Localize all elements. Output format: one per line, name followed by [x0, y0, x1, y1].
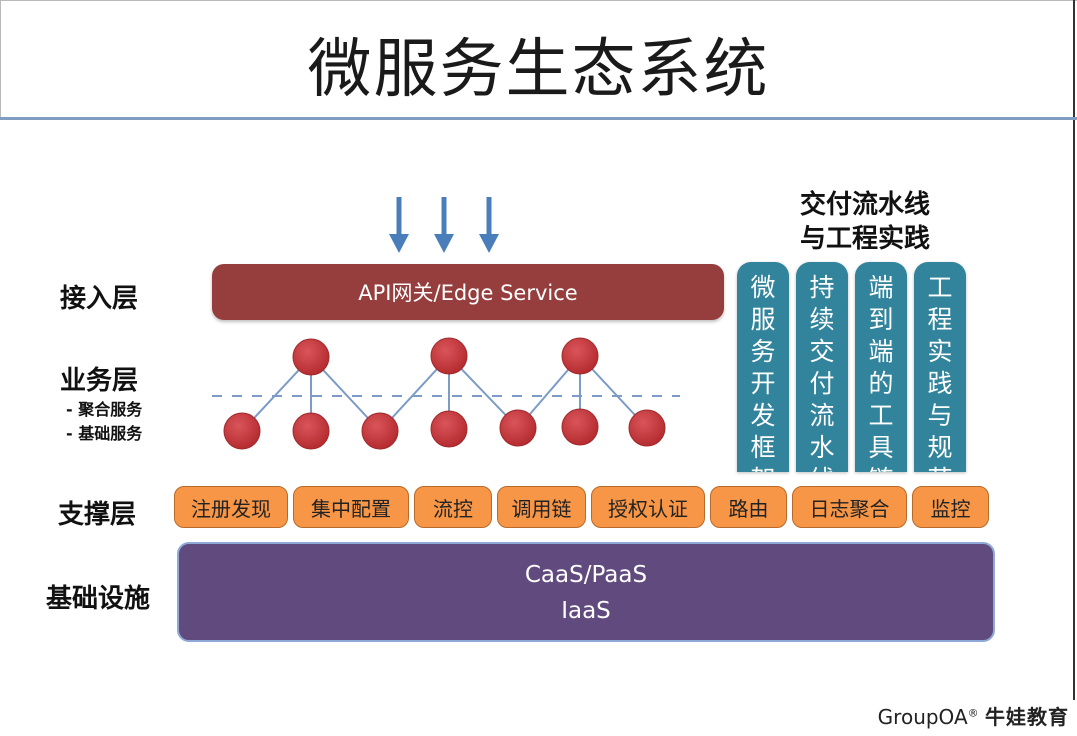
delivery-title-line1: 交付流水线: [799, 190, 930, 220]
delivery-column-toolchain: 端到端的工具链: [855, 262, 907, 472]
infra-iaas: IaaS: [561, 598, 611, 624]
label-base-services: - 基础服务: [66, 424, 143, 443]
delivery-column-pipeline: 持续交付流水线: [796, 262, 848, 472]
base-service-node: [628, 409, 666, 447]
support-item-flow-control: 流控: [414, 486, 492, 528]
base-service-node: [361, 412, 399, 450]
delivery-title: 交付流水线 与工程实践: [770, 188, 960, 256]
infra-caas-paas: CaaS/PaaS: [524, 562, 648, 588]
brand-logo: GroupOA® 牛娃教育: [878, 701, 1069, 730]
label-aggregate-services: - 聚合服务: [66, 400, 143, 419]
support-item-log-aggregation: 日志聚合: [792, 486, 907, 528]
api-gateway-label: API网关/Edge Service: [358, 281, 578, 305]
logo-brand: GroupOA: [877, 705, 968, 729]
arrow-head-icon: [389, 234, 409, 253]
logo-cn: 牛娃教育: [985, 705, 1069, 729]
inbound-arrows: [389, 197, 499, 253]
api-gateway-box: API网关/Edge Service: [212, 264, 724, 320]
frame-top-border: [0, 0, 1077, 1]
aggregate-service-node: [561, 337, 599, 375]
arrow-head-icon: [479, 234, 499, 253]
infrastructure-box: CaaS/PaaS IaaS: [177, 542, 995, 642]
title-divider: [0, 117, 1077, 120]
frame-right-border: [1073, 0, 1075, 700]
base-service-node: [430, 410, 468, 448]
delivery-title-line2: 与工程实践: [799, 224, 930, 254]
page-title: 微服务生态系统: [307, 33, 770, 107]
support-item-monitoring: 监控: [912, 486, 989, 528]
service-tree: [212, 337, 680, 450]
support-item-auth: 授权认证: [591, 486, 705, 528]
delivery-column-practices: 工程实践与规范: [914, 262, 966, 472]
aggregate-service-node: [292, 338, 330, 376]
support-item-registry: 注册发现: [174, 486, 288, 528]
support-item-routing: 路由: [710, 486, 787, 528]
base-service-node: [292, 412, 330, 450]
base-service-node: [561, 408, 599, 446]
label-access-layer: 接入层: [60, 284, 139, 314]
aggregate-service-node: [430, 337, 468, 375]
delivery-column-label: 端到端的工具链: [868, 273, 894, 472]
delivery-column-label: 微服务开发框架: [750, 273, 776, 472]
label-infra-layer: 基础设施: [46, 584, 151, 614]
delivery-column-label: 工程实践与规范: [927, 273, 953, 472]
frame-left-border: [0, 0, 1, 120]
base-service-node: [499, 409, 537, 447]
support-item-config: 集中配置: [293, 486, 409, 528]
delivery-column-label: 持续交付流水线: [809, 273, 835, 472]
logo-registered-mark: ®: [967, 706, 979, 720]
arrow-head-icon: [434, 234, 454, 253]
support-item-tracing: 调用链: [497, 486, 586, 528]
base-service-node: [223, 412, 261, 450]
label-business-layer: 业务层: [60, 366, 139, 396]
delivery-column-framework: 微服务开发框架: [737, 262, 789, 472]
label-support-layer: 支撑层: [58, 500, 137, 530]
